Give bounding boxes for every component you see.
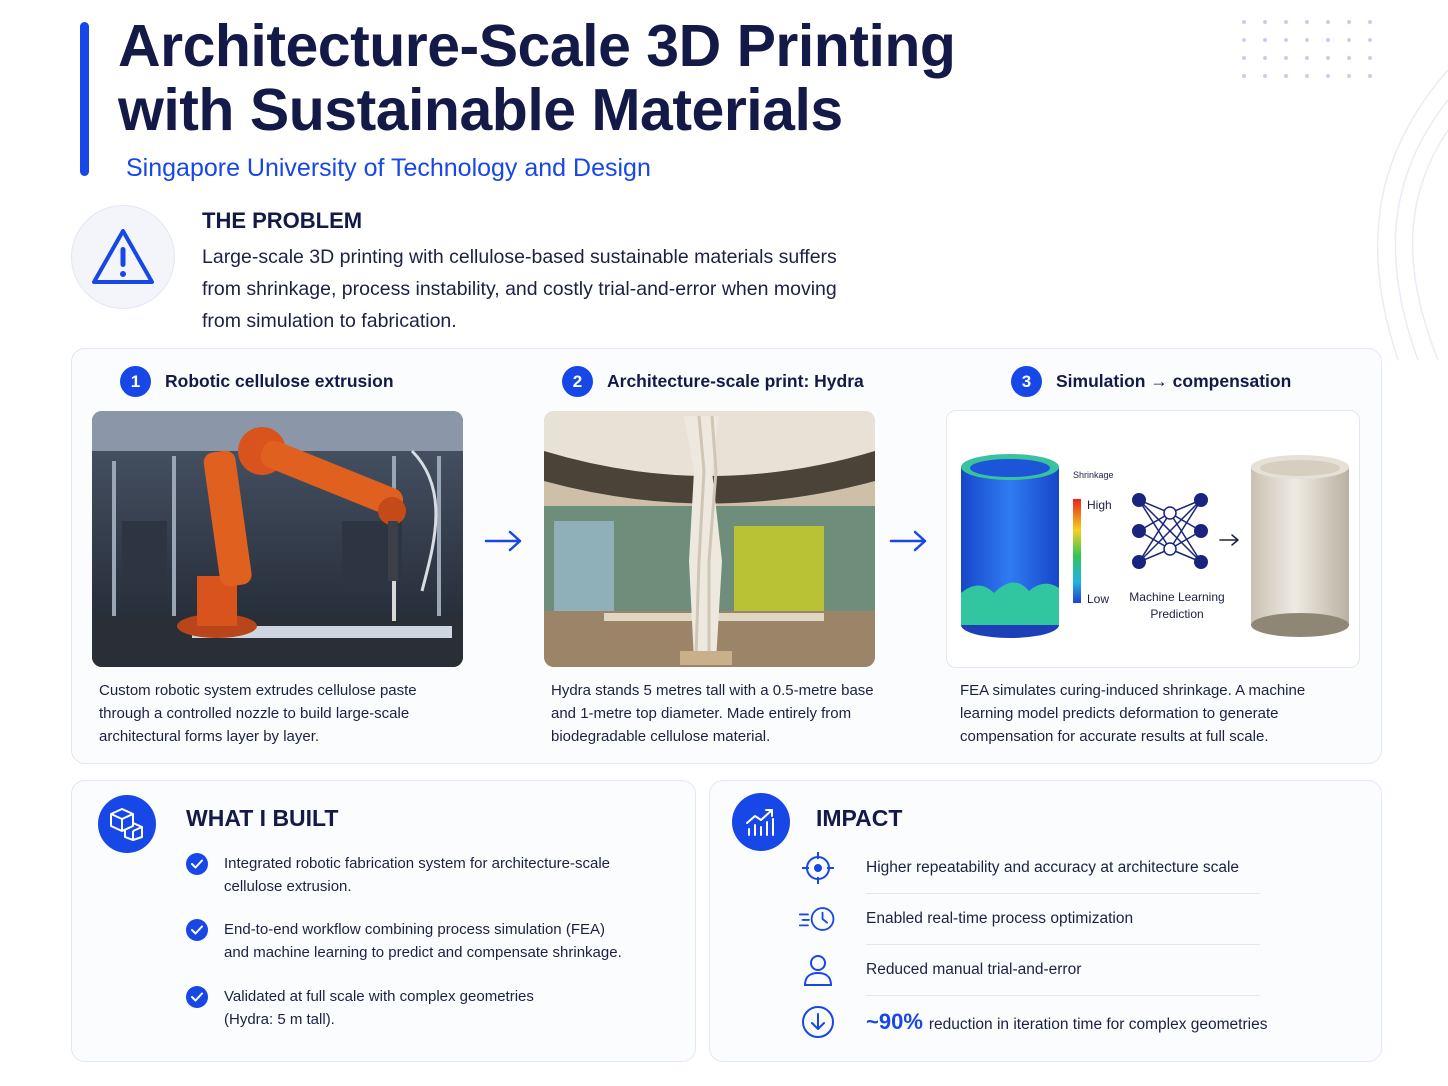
impact-divider (866, 893, 1260, 894)
step-2-description: Hydra stands 5 metres tall with a 0.5-me… (551, 682, 874, 745)
arrow-right-icon (1219, 534, 1239, 546)
arrow-right-icon (484, 530, 522, 552)
impact-section-icon (732, 793, 790, 851)
impact-item: ~90%reduction in iteration time for comp… (802, 1002, 1267, 1042)
compensated-print-illustration (1251, 455, 1349, 637)
growth-chart-icon (746, 809, 774, 836)
decorative-dot-grid (1242, 20, 1389, 78)
impact-item: Enabled real-time process optimization (798, 899, 1260, 939)
built-heading: WHAT I BUILT (186, 805, 339, 831)
problem-icon-circle (71, 205, 175, 309)
crosshair-icon (798, 848, 838, 888)
cubes-icon (110, 808, 143, 841)
problem-text: Large-scale 3D printing with cellulose-b… (202, 246, 837, 332)
impact-divider (866, 995, 1260, 996)
decorative-curves (1376, 69, 1448, 360)
shrinkage-color-scale (1073, 499, 1081, 603)
impact-heading: IMPACT (816, 805, 903, 831)
arrow-right-icon (889, 530, 927, 552)
shrinkage-legend-title: Shrinkage (1073, 470, 1114, 480)
checkmark-icon (186, 986, 208, 1008)
warning-icon (92, 229, 154, 284)
step-3-title: Simulation → compensation (1056, 371, 1292, 391)
hydra-sculpture-illustration (544, 411, 875, 667)
ml-prediction-label: Machine Learning Prediction (1129, 590, 1225, 621)
simulation-compensation-figure: Shrinkage High Low (946, 410, 1360, 668)
built-item: End-to-end workflow combining process si… (186, 918, 622, 964)
impact-item: Higher repeatability and accuracy at arc… (802, 848, 1260, 888)
impact-card: IMPACT Higher repeatability and accuracy… (709, 780, 1382, 1062)
robotic-extrusion-photo (92, 411, 463, 667)
title-accent-bar (80, 22, 89, 176)
step-1-heading: 1 Robotic cellulose extrusion (120, 366, 394, 397)
what-i-built-card: WHAT I BUILT Integrated robotic fabricat… (71, 780, 696, 1062)
process-steps-card: 1 Robotic cellulose extrusion (71, 348, 1382, 764)
step-2-heading: 2 Architecture-scale print: Hydra (562, 366, 864, 397)
built-item: Validated at full scale with complex geo… (186, 985, 534, 1031)
impact-divider (866, 944, 1260, 945)
step-2-title: Architecture-scale print: Hydra (607, 371, 864, 391)
shrinkage-legend-low: Low (1087, 592, 1110, 606)
hydra-sculpture-photo (544, 411, 875, 667)
step-1-title: Robotic cellulose extrusion (165, 371, 394, 391)
page-title: Architecture-Scale 3D Printing with Sust… (118, 13, 956, 143)
step-1-badge: 1 (120, 366, 151, 397)
neural-network-icon (1132, 493, 1208, 569)
step-3-heading: 3 Simulation → compensation (1011, 366, 1291, 397)
built-section-icon (98, 795, 156, 853)
checkmark-icon (186, 853, 208, 875)
robot-arm-illustration (92, 411, 463, 667)
problem-heading: THE PROBLEM (202, 208, 363, 233)
person-icon (798, 950, 838, 990)
fea-cylinder-illustration (961, 454, 1059, 638)
step-2-badge: 2 (562, 366, 593, 397)
step-1-description: Custom robotic system extrudes cellulose… (99, 682, 417, 745)
iteration-reduction-value: ~90% (866, 1009, 923, 1034)
impact-item: Reduced manual trial-and-error (803, 950, 1260, 990)
checkmark-icon (186, 919, 208, 941)
shrinkage-legend-high: High (1087, 498, 1112, 512)
built-item: Integrated robotic fabrication system fo… (186, 852, 610, 898)
fast-clock-icon (798, 899, 838, 939)
arrow-down-circle-icon (798, 1002, 838, 1042)
step-3-description: FEA simulates curing-induced shrinkage. … (960, 682, 1306, 745)
step-3-badge: 3 (1011, 366, 1042, 397)
institution-subtitle: Singapore University of Technology and D… (126, 154, 651, 182)
